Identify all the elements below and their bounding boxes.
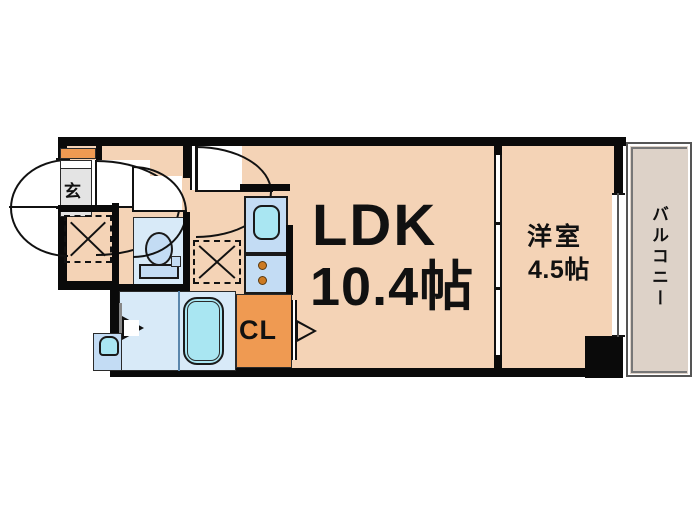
stove-burner-rear	[258, 276, 267, 285]
balcony-outer-line	[626, 142, 692, 144]
room-sliding-door-mid-2	[494, 287, 502, 290]
toilet-tank	[139, 264, 179, 279]
outer-wall-bottom	[110, 368, 623, 377]
toilet-door-leaf	[132, 210, 187, 212]
closet-cl-door	[291, 300, 297, 360]
closet-cl	[236, 294, 292, 368]
washbasin-bowl	[99, 336, 119, 356]
balcony-label: バルコニー	[649, 205, 668, 310]
entry-door-leaf	[9, 206, 69, 208]
ldk-area-label: 10.4帖	[310, 257, 475, 317]
toilet-lever	[171, 256, 181, 267]
washitsu-area-label: 4.5帖	[528, 256, 590, 284]
closet-cl-label: CL	[239, 315, 277, 345]
balcony-area	[630, 146, 688, 374]
balcony-outer-line-2	[626, 375, 692, 377]
outer-wall-left-lower	[110, 281, 119, 377]
wall-ldk-door-right	[240, 184, 290, 191]
genkan-partition-wall	[96, 146, 102, 160]
balcony-rail-line	[631, 147, 633, 373]
balcony-window-mullion	[617, 193, 619, 337]
ldk-door-leaf	[195, 190, 273, 192]
hall-closet	[193, 240, 241, 284]
genkan-label: 玄	[64, 182, 82, 201]
wall-hall-toilet	[112, 208, 119, 288]
wall-room-partition-top	[494, 143, 502, 157]
balcony-top-rail	[631, 147, 687, 149]
hall-door-hinge	[95, 160, 97, 208]
entry-closet	[64, 215, 112, 263]
wall-closet-bottom	[58, 205, 116, 212]
closet-cl-door-arrow-fill	[298, 323, 313, 339]
wall-toilet-right	[183, 212, 190, 290]
wall-toilet-bottom	[112, 284, 190, 291]
balcony-bottom-rail	[631, 371, 687, 373]
outer-wall-top	[58, 137, 626, 146]
bath-divider	[178, 291, 180, 371]
balcony-inner-edge	[626, 142, 628, 377]
room-sliding-door	[494, 155, 502, 355]
bathroom-door-arrow-fill	[124, 320, 139, 336]
washitsu-name-label: 洋室	[527, 223, 584, 251]
outer-wall-left-notch-bottom	[58, 281, 118, 290]
genkan-step	[60, 160, 92, 169]
toilet-door-hinge	[132, 166, 134, 212]
wall-room-partition-bottom	[494, 355, 502, 371]
bathroom-door-jamb	[119, 303, 122, 341]
balcony-right-edge	[690, 142, 692, 377]
ldk-name-label: LDK	[312, 193, 438, 258]
kitchen-sink-basin	[253, 205, 280, 240]
stove-burner-front	[258, 261, 267, 270]
wall-toilet-top	[183, 146, 190, 178]
wall-kitchen-right	[286, 225, 293, 295]
room-sliding-door-mid-1	[494, 222, 502, 225]
bathtub-inner-line	[187, 301, 220, 361]
ldk-door-hinge	[195, 146, 197, 192]
kitchen-stove-unit	[244, 254, 288, 294]
shoe-cabinet	[60, 148, 96, 159]
